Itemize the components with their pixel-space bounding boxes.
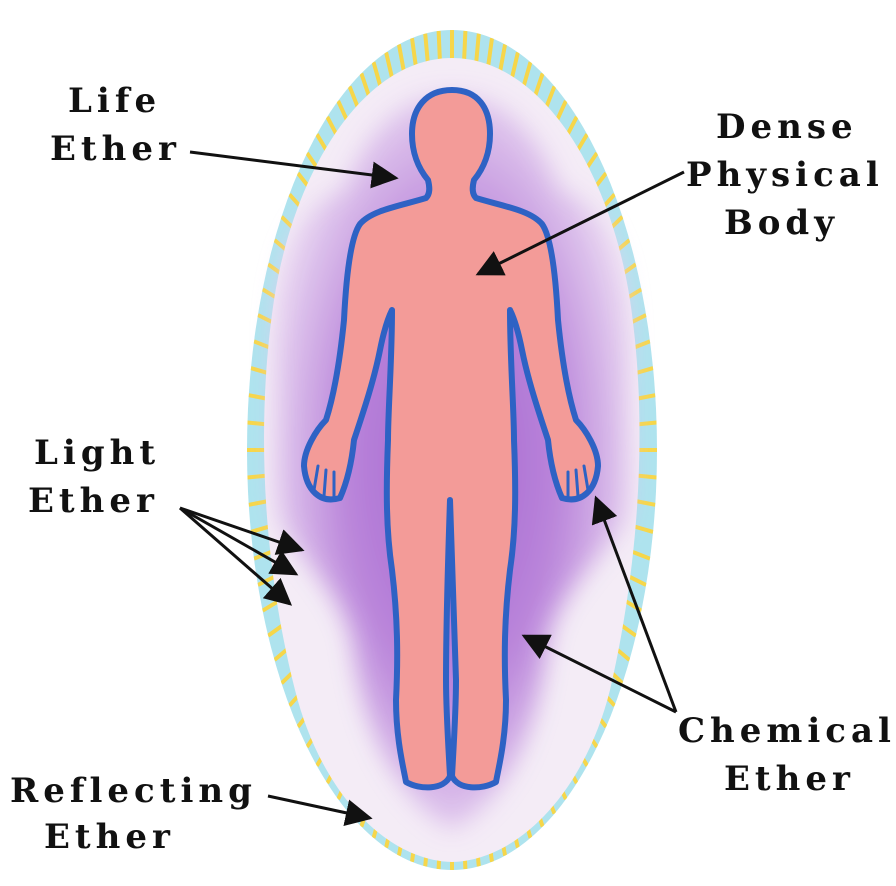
dense-physical-body-label: Dense Physical Body [686,107,884,243]
life-ether-label-line1: Life [68,81,161,121]
dense-label-line3: Body [724,203,839,243]
light-ether-label-line2: Ether [28,481,159,521]
reflecting-ether-label: Reflecting Ether [10,771,257,857]
light-ether-label-line1: Light [34,433,160,473]
life-ether-label-line2: Ether [50,129,181,169]
chemical-ether-label: Chemical Ether [678,711,896,799]
reflecting-ether-label-line1: Reflecting [10,771,257,811]
chemical-ether-label-line1: Chemical [678,711,896,751]
dense-label-line1: Dense [716,107,858,147]
life-ether-label: Life Ether [50,81,181,169]
dense-label-line2: Physical [686,155,884,195]
reflecting-ether-label-line2: Ether [44,817,175,857]
chemical-ether-label-line2: Ether [724,759,855,799]
light-ether-label: Light Ether [28,433,160,521]
